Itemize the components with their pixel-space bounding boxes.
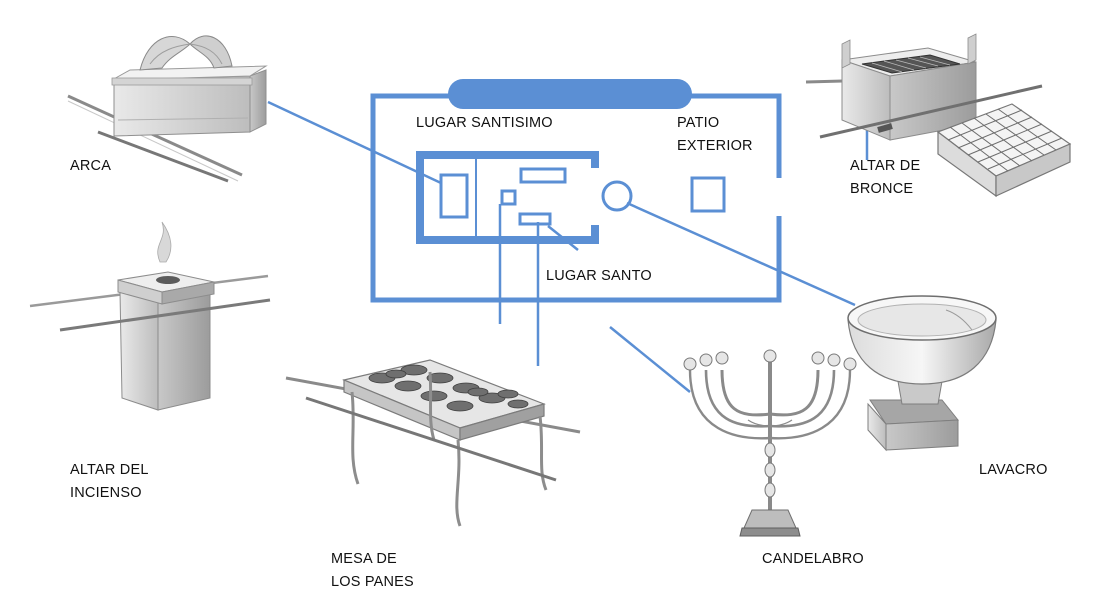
laver-icon <box>847 295 997 452</box>
pointer-lavacro <box>626 201 856 307</box>
label-lavacro: LAVACRO <box>979 462 1048 478</box>
pointer-lugar-santo <box>547 225 579 251</box>
plan-incense-altar <box>500 189 517 206</box>
plan-bronze-altar <box>690 176 726 213</box>
label-altar-incienso: ALTAR DEL INCIENSO <box>70 462 149 501</box>
showbread-table-icon <box>285 359 581 527</box>
label-lugar-santo: LUGAR SANTO <box>546 268 652 284</box>
plan-ark <box>439 173 469 219</box>
pointer-arca <box>267 100 442 185</box>
plan-laver <box>601 180 633 212</box>
incense-altar-icon <box>29 221 271 411</box>
pointer-candelabro <box>609 326 691 393</box>
grate-icon <box>936 103 1072 198</box>
bronze-altar-icon <box>805 33 1043 141</box>
outer-court-wall <box>370 93 782 303</box>
label-lugar-santisimo: LUGAR SANTISIMO <box>416 115 553 131</box>
label-patio-exterior: PATIO EXTERIOR <box>677 115 753 154</box>
label-altar-bronce: ALTAR DE BRONCE <box>850 158 921 197</box>
label-arca: ARCA <box>70 158 112 174</box>
tabernacle-plan <box>267 79 869 393</box>
label-mesa-panes: MESA DE LOS PANES <box>331 551 414 590</box>
plan-table <box>519 167 567 184</box>
menorah-icon <box>683 349 857 537</box>
ark-icon <box>67 35 268 183</box>
label-candelabro: CANDELABRO <box>762 551 864 567</box>
tent-wall <box>416 151 599 244</box>
plan-lampstand <box>518 212 552 226</box>
court-banner <box>448 79 692 109</box>
